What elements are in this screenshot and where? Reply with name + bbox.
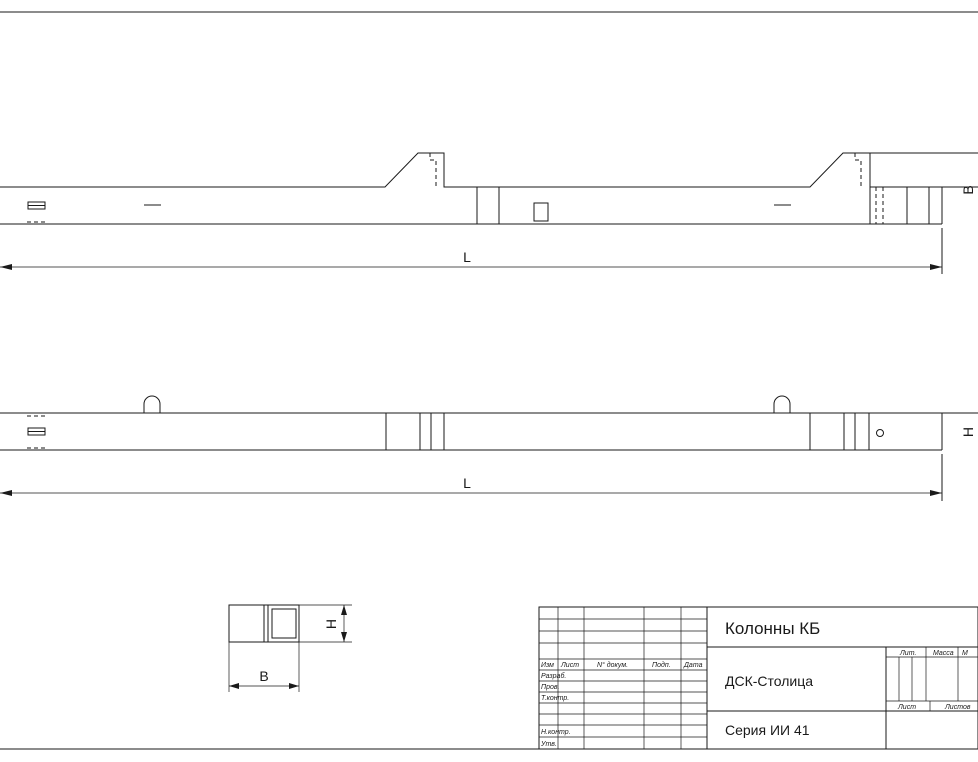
lifting-loop [773, 395, 791, 413]
band [476, 186, 500, 225]
title-block: Изм Лист N° докум. Подп. Дата Разраб. Пр… [538, 606, 978, 750]
header-date: Дата [683, 662, 703, 669]
section-width-label: B [259, 668, 268, 684]
series-name: Серия ИИ 41 [725, 722, 810, 738]
header-mass: Масса [933, 650, 954, 657]
header-scale: М [962, 650, 968, 657]
arrow-head [0, 264, 12, 270]
hidden-line [429, 153, 437, 187]
front-view: B L [0, 152, 978, 274]
header-sheet: Лист [897, 704, 916, 711]
lifting-loop [143, 395, 161, 413]
role-checker: Пров. [541, 684, 560, 691]
arrow-head [930, 264, 942, 270]
section-height-label: H [323, 619, 339, 629]
small-square [533, 202, 549, 222]
plan-length-label: L [463, 475, 471, 491]
header-sheets: Листов [944, 704, 971, 711]
header-lit: Лит. [899, 650, 916, 657]
header-list: Лист [560, 662, 579, 669]
role-tech-control: Т.контр. [541, 695, 569, 702]
section-inner [271, 608, 297, 639]
front-view-outline [0, 152, 978, 225]
plan-height-label: H [960, 427, 976, 437]
arrow-head [0, 490, 12, 496]
role-norm-control: Н.контр. [541, 729, 571, 736]
arrow-head [930, 490, 942, 496]
header-sign: Подп. [652, 661, 671, 669]
role-developer: Разраб. [541, 672, 566, 680]
section-view: H B [228, 604, 352, 692]
sheet-frame [0, 11, 978, 750]
hole [876, 429, 884, 437]
organization-name: ДСК-Столица [725, 673, 813, 689]
header-doc-no: N° докум. [597, 661, 628, 669]
header-izm: Изм [541, 662, 554, 669]
hidden-line [854, 153, 862, 187]
front-height-label: B [960, 185, 976, 194]
role-approved: Утв. [540, 741, 557, 748]
drawing-title: Колонны КБ [725, 619, 820, 638]
plan-view: H L [0, 395, 978, 501]
front-length-label: L [463, 249, 471, 265]
